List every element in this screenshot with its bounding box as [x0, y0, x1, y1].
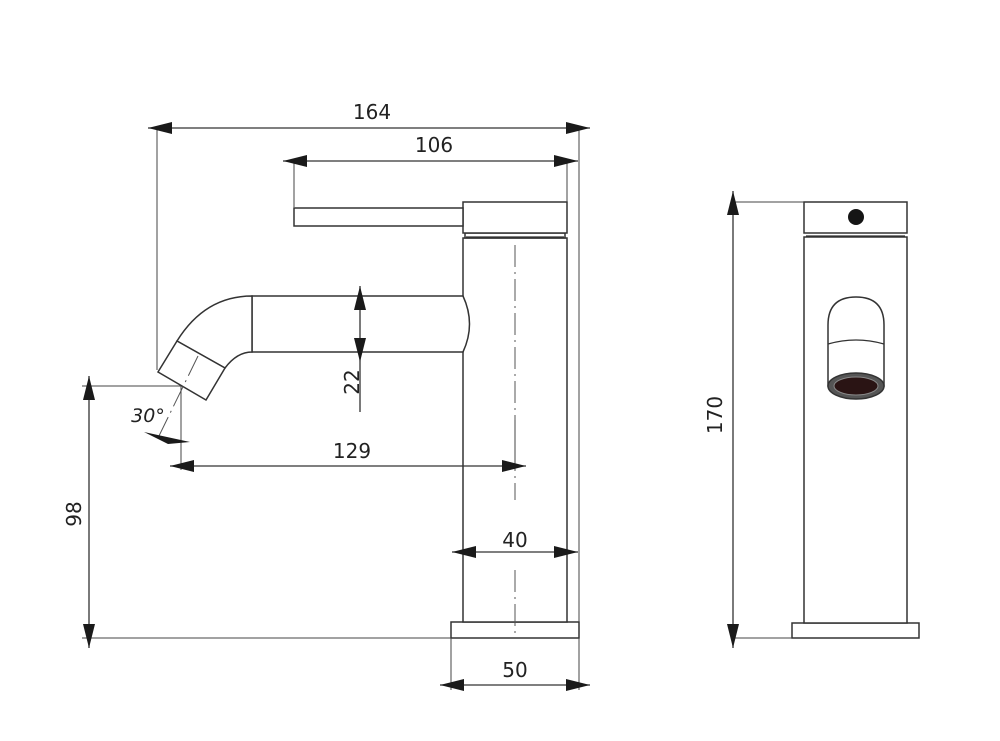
- front-body-column: [803, 236, 908, 624]
- dimension-overall-height: 170: [703, 191, 739, 648]
- handle-lever: [293, 207, 464, 227]
- dimension-overall-length: 164: [148, 100, 590, 134]
- front-spout: [827, 296, 885, 387]
- spout: [251, 295, 471, 353]
- dimension-body-diameter: 40: [452, 528, 578, 558]
- dimension-spout-reach: 129: [170, 439, 526, 472]
- dimension-base-diameter: 50: [440, 658, 590, 691]
- dimension-handle-length: 106: [283, 133, 578, 167]
- dim-label-98: 98: [62, 501, 86, 526]
- top-cap: [462, 201, 568, 234]
- dimension-spout-diameter: 22: [340, 286, 366, 412]
- dim-label-129: 129: [333, 439, 371, 463]
- dimension-spout-angle: 30°: [131, 405, 190, 444]
- dim-label-106: 106: [415, 133, 453, 157]
- dimension-spout-height: 98: [62, 376, 95, 648]
- aerator-nozzle: [156, 339, 227, 402]
- dim-label-40: 40: [502, 528, 527, 552]
- dim-label-164: 164: [353, 100, 391, 124]
- front-view: 170: [703, 191, 920, 648]
- dim-label-22: 22: [340, 369, 364, 394]
- front-base-plate: [791, 622, 920, 639]
- temperature-indicator-dot: [848, 209, 864, 225]
- dim-label-50: 50: [502, 658, 527, 682]
- side-view: 164 106 22 30° 129: [62, 100, 590, 691]
- dim-label-170: 170: [703, 396, 727, 434]
- dim-label-30-degrees: 30°: [131, 405, 165, 427]
